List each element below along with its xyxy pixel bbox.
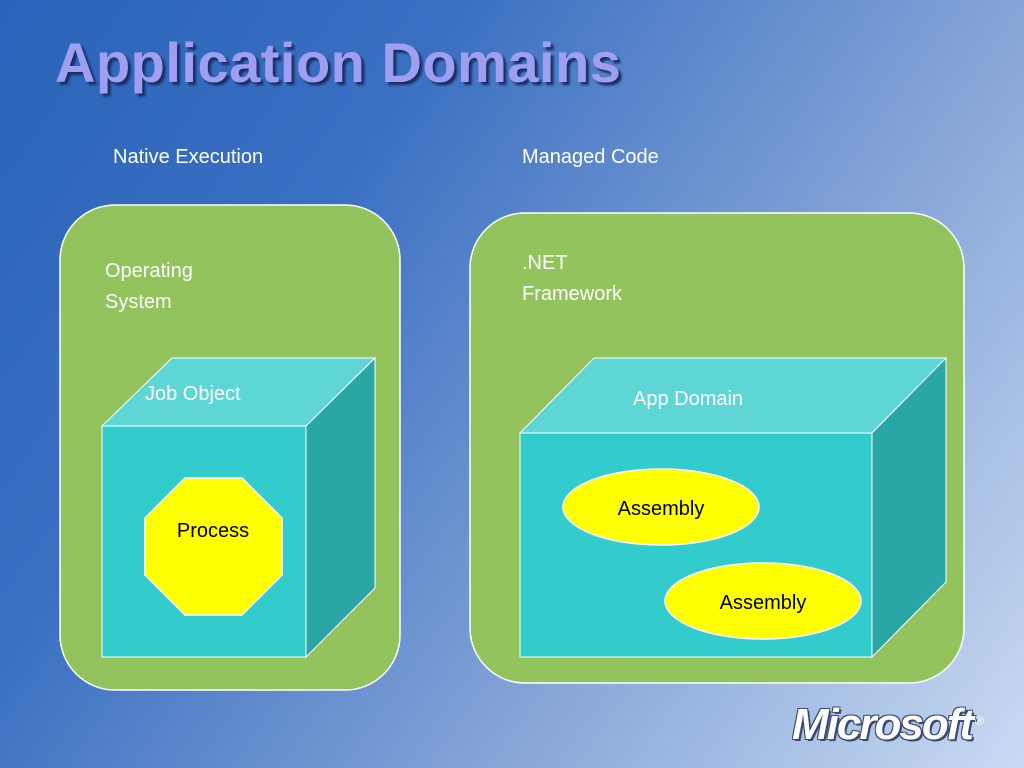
dotnet-framework-label-line2: Framework	[522, 283, 623, 305]
microsoft-logo: Microsoft	[792, 700, 974, 749]
job-object-cube	[100, 356, 377, 659]
operating-system-label-line1: Operating	[105, 260, 193, 282]
process-label: Process	[177, 520, 249, 542]
assembly-label-2: Assembly	[720, 592, 807, 614]
registered-mark: ®	[975, 714, 984, 728]
operating-system-label-line2: System	[105, 291, 172, 313]
assembly-ellipse-1	[562, 468, 760, 546]
app-domain-label: App Domain	[633, 388, 743, 410]
managed-code-heading: Managed Code	[522, 146, 659, 168]
job-object-label: Job Object	[145, 383, 241, 405]
native-execution-heading: Native Execution	[113, 146, 264, 168]
process-octagon	[144, 477, 283, 616]
slide-title: Application Domains	[55, 31, 622, 94]
assembly-label-1: Assembly	[618, 498, 705, 520]
assembly-ellipse-2	[664, 562, 862, 640]
dotnet-framework-label-line1: .NET	[522, 252, 568, 274]
